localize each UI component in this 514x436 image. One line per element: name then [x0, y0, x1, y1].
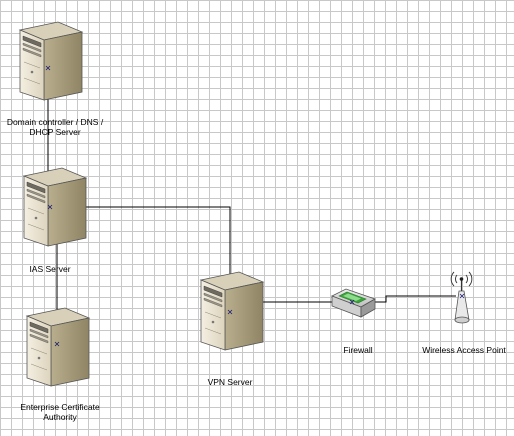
- ias-server-node[interactable]: [23, 167, 87, 247]
- wireless-access-point-icon: [450, 271, 473, 324]
- vpn-server-label: VPN Server: [207, 377, 253, 387]
- connection-point-icon: [45, 65, 51, 71]
- tower-server-icon: [23, 167, 87, 247]
- domain-controller-label: Domain controller / DNS / DHCP Server: [6, 117, 104, 137]
- connection-point-icon: [54, 341, 60, 347]
- connection-point-icon: [349, 299, 355, 305]
- tower-server-icon: [19, 21, 83, 101]
- firewall-label: Firewall: [343, 345, 373, 355]
- certificate-authority-node[interactable]: [26, 307, 90, 387]
- ias-server-label: IAS Server: [29, 264, 71, 274]
- wireless-access-point-label: Wireless Access Point: [422, 345, 506, 355]
- domain-controller-node[interactable]: [19, 21, 83, 101]
- wireless-access-point-node[interactable]: [450, 271, 473, 324]
- vpn-server-node[interactable]: [200, 271, 264, 351]
- connection-point-icon: [47, 204, 53, 210]
- certificate-authority-label: Enterprise Certificate Authority: [20, 402, 100, 422]
- firewall-node[interactable]: [331, 288, 376, 318]
- connection-point-icon: [459, 293, 465, 299]
- tower-server-icon: [26, 307, 90, 387]
- connection-point-icon: [227, 309, 233, 315]
- tower-server-icon: [200, 271, 264, 351]
- firewall-icon: [331, 288, 376, 318]
